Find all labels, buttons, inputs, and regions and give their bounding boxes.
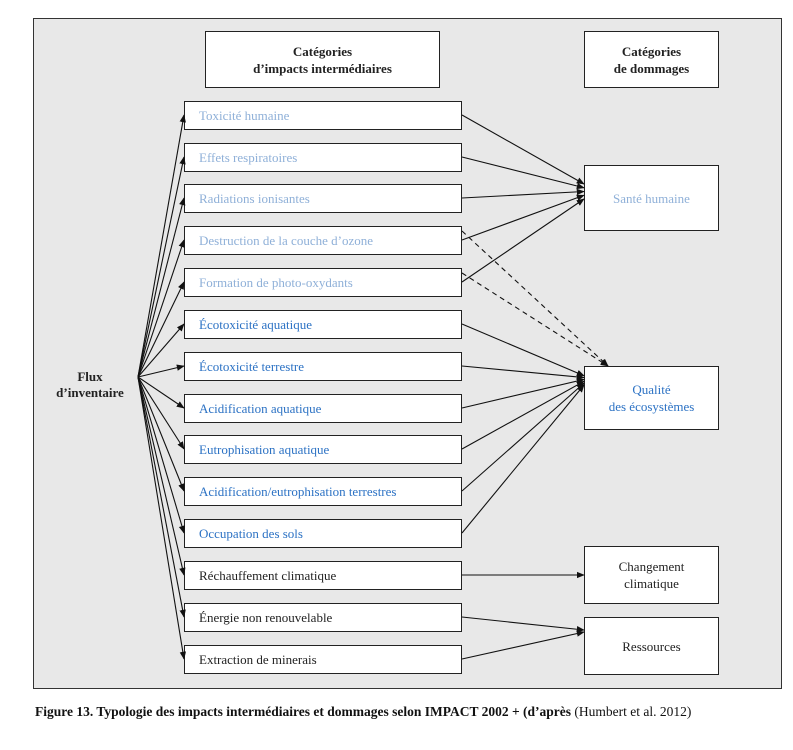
- damage-sante-humaine: Santé humaine: [584, 165, 719, 231]
- cat-label: Destruction de la couche d’ozone: [199, 232, 373, 248]
- cat-label: Acidification/eutrophisation terrestres: [199, 483, 397, 499]
- cat-occupation-sols: Occupation des sols: [184, 519, 462, 548]
- cat-effets-respiratoires: Effets respiratoires: [184, 143, 462, 172]
- flux-inventaire-label: Flux d’inventaire: [40, 369, 140, 401]
- figure-caption: Figure 13. Typologie des impacts intermé…: [35, 702, 785, 722]
- cat-label: Effets respiratoires: [199, 149, 298, 165]
- flux-label-line-2: d’inventaire: [56, 385, 124, 400]
- damage-label-line-1: Qualité: [632, 382, 671, 397]
- damage-changement-climatique: Changement climatique: [584, 546, 719, 604]
- cat-acidification-eutrophisation-terrestres: Acidification/eutrophisation terrestres: [184, 477, 462, 506]
- cat-label: Écotoxicité aquatique: [199, 316, 312, 332]
- cat-label: Écotoxicité terrestre: [199, 358, 305, 374]
- damage-label-line-2: climatique: [624, 576, 679, 591]
- cat-destruction-ozone: Destruction de la couche d’ozone: [184, 226, 462, 255]
- cat-label: Toxicité humaine: [199, 107, 290, 123]
- cat-label: Eutrophisation aquatique: [199, 441, 330, 457]
- cat-radiations-ionisantes: Radiations ionisantes: [184, 184, 462, 213]
- cat-label: Réchauffement climatique: [199, 567, 337, 583]
- cat-ecotoxicite-terrestre: Écotoxicité terrestre: [184, 352, 462, 381]
- caption-bold: Figure 13. Typologie des impacts intermé…: [35, 704, 572, 719]
- cat-extraction-minerais: Extraction de minerais: [184, 645, 462, 674]
- cat-acidification-aquatique: Acidification aquatique: [184, 394, 462, 423]
- header-intermediate-line-1: Catégories: [292, 43, 353, 59]
- cat-eutrophisation-aquatique: Eutrophisation aquatique: [184, 435, 462, 464]
- cat-photo-oxydants: Formation de photo-oxydants: [184, 268, 462, 297]
- cat-ecotoxicite-aquatique: Écotoxicité aquatique: [184, 310, 462, 339]
- header-damage-line-2: de dommages: [613, 60, 690, 76]
- header-intermediate-categories: Catégories d’impacts intermédiaires: [205, 31, 440, 88]
- cat-label: Formation de photo-oxydants: [199, 274, 353, 290]
- cat-rechauffement-climatique: Réchauffement climatique: [184, 561, 462, 590]
- damage-label-line-2: des écosystèmes: [608, 399, 695, 414]
- cat-label: Énergie non renouvelable: [199, 609, 333, 625]
- header-damage-line-1: Catégories: [621, 43, 682, 59]
- header-damage-categories: Catégories de dommages: [584, 31, 719, 88]
- caption-source: (Humbert et al. 2012): [571, 704, 692, 719]
- cat-toxicite-humaine: Toxicité humaine: [184, 101, 462, 130]
- header-intermediate-line-2: d’impacts intermédiaires: [253, 60, 392, 76]
- flux-label-line-1: Flux: [77, 369, 103, 384]
- cat-energie-non-renouvelable: Énergie non renouvelable: [184, 603, 462, 632]
- damage-label: Ressources: [622, 638, 681, 654]
- cat-label: Radiations ionisantes: [199, 190, 310, 206]
- damage-label-line-1: Changement: [618, 559, 685, 574]
- cat-label: Acidification aquatique: [199, 400, 322, 416]
- cat-label: Occupation des sols: [199, 525, 303, 541]
- cat-label: Extraction de minerais: [199, 651, 317, 667]
- damage-ressources: Ressources: [584, 617, 719, 675]
- damage-qualite-ecosystemes: Qualité des écosystèmes: [584, 366, 719, 430]
- damage-label: Santé humaine: [613, 190, 690, 206]
